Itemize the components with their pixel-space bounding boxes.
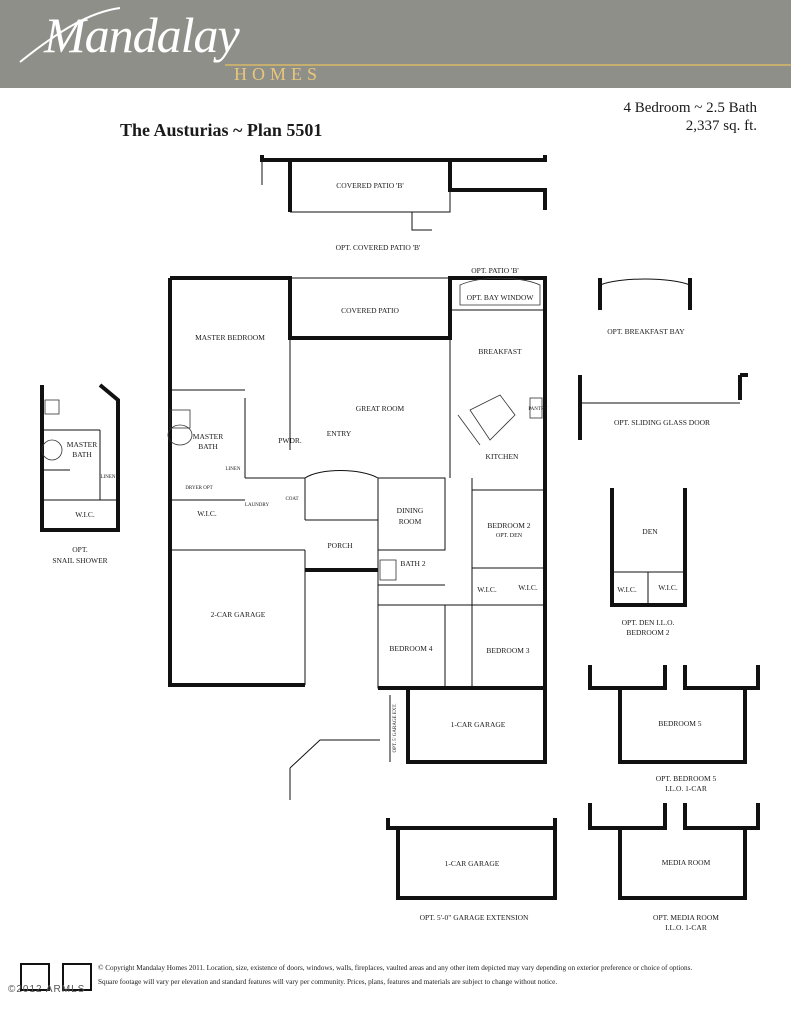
breakfast-label: BREAKFAST [478,347,522,356]
brand-logo-subtext: HOMES [234,64,323,84]
opt-den-diagram: DEN W.I.C. W.I.C. OPT. DEN I.L.O. BEDROO… [610,488,687,637]
bedroom-3-wic-label: W.I.C. [518,583,538,592]
snail-linen-label: LINEN [101,475,116,480]
den-caption-2: BEDROOM 2 [626,628,669,637]
opt-den-label: OPT. DEN [496,533,523,539]
snail-shower-caption-2: SNAIL SHOWER [52,556,107,565]
bed-bath-summary: 4 Bedroom ~ 2.5 Bath [623,100,757,116]
sliding-door-caption: OPT. SLIDING GLASS DOOR [614,418,710,427]
bedroom-5-caption-2: I.L.O. 1-CAR [665,784,707,793]
bedroom-5-caption-1: OPT. BEDROOM 5 [656,774,717,783]
master-bath-label-2: BATH [198,442,218,451]
linen-label: LINEN [226,467,241,472]
accessibility-icon [62,963,92,991]
den-caption-1: OPT. DEN I.L.O. [622,618,675,627]
den-wic-right-label: W.I.C. [658,583,678,592]
master-wic-label: W.I.C. [197,509,217,518]
master-bath-label-1: MASTER [193,432,223,441]
opt-media-room-diagram: MEDIA ROOM OPT. MEDIA ROOM I.L.O. 1-CAR [588,803,760,932]
breakfast-bay-caption: OPT. BREAKFAST BAY [607,327,685,336]
opt-patio-b-label: OPT. PATIO 'B' [471,266,519,275]
brand-logo-text: Mandalay [44,7,240,63]
equal-housing-icon [20,963,50,991]
den-wic-left-label: W.I.C. [617,585,637,594]
dining-room-label-1: DINING [397,506,424,515]
kitchen-label: KITCHEN [486,452,519,461]
opt-covered-patio-b-label: OPT. COVERED PATIO 'B' [336,243,421,252]
dryer-opt-label: DRYER OPT [185,486,212,491]
covered-patio-b-label: COVERED PATIO 'B' [336,181,404,190]
brand-swash-decoration [19,7,791,66]
bath-2-label: BATH 2 [400,559,425,568]
entry-label: ENTRY [327,429,352,438]
snail-wic-label: W.I.C. [75,510,95,519]
bedroom-2-label: BEDROOM 2 [487,521,530,530]
opt-garage-extension-diagram: 1-CAR GARAGE OPT. 5'-0" GARAGE EXTENSION [386,818,557,922]
opt-garage-door-label: OPT. 5' GARAGE EXT. [393,704,398,753]
garage-ext-label: 1-CAR GARAGE [445,859,500,868]
two-car-garage-label: 2-CAR GARAGE [211,610,266,619]
media-room-caption-2: I.L.O. 1-CAR [665,923,707,932]
dining-room-label-2: ROOM [399,517,422,526]
covered-patio-label: COVERED PATIO [341,306,399,315]
logo-group [20,963,100,996]
one-car-garage-area: 1-CAR GARAGE OPT. 5' GARAGE EXT. [289,688,547,800]
snail-master-bath-label-2: BATH [72,450,92,459]
floor-plan-diagram: COVERED PATIO 'B' OPT. COVERED PATIO 'B'… [40,155,760,932]
bedroom-2-wic-label: W.I.C. [477,585,497,594]
great-room-label: GREAT ROOM [356,404,405,413]
opt-sliding-door-diagram: OPT. SLIDING GLASS DOOR [578,373,748,440]
square-footage: 2,337 sq. ft. [685,118,757,134]
opt-bay-window-label: OPT. BAY WINDOW [467,293,535,302]
bedroom-5-label: BEDROOM 5 [658,719,701,728]
bedroom-4-label: BEDROOM 4 [389,644,432,653]
master-bedroom-label: MASTER BEDROOM [195,333,265,342]
watermark: ©2012 ARMLS [8,984,86,995]
snail-master-bath-label-1: MASTER [67,440,97,449]
main-house-walls [167,276,547,690]
header-banner: Mandalay HOMES [0,0,791,88]
coat-label: COAT [285,497,298,502]
media-room-label: MEDIA ROOM [662,858,711,867]
opt-breakfast-bay-diagram: OPT. BREAKFAST BAY [598,278,692,336]
plan-title: The Austurias ~ Plan 5501 [120,120,323,140]
porch-label: PORCH [327,541,353,550]
copyright-notice: © Copyright Mandalay Homes 2011. Locatio… [98,961,778,989]
snail-shower-caption-1: OPT. [72,545,88,554]
laundry-label: LAUNDRY [245,503,270,508]
bedroom-3-label: BEDROOM 3 [486,646,529,655]
opt-snail-shower-diagram: MASTER BATH LINEN W.I.C. OPT. SNAIL SHOW… [40,383,120,565]
copyright-line-1: © Copyright Mandalay Homes 2011. Locatio… [98,964,693,972]
pantry-label: PANTRY [528,407,548,412]
garage-ext-caption: OPT. 5'-0" GARAGE EXTENSION [420,913,529,922]
den-label: DEN [642,527,658,536]
copyright-line-2: Square footage will vary per elevation a… [98,978,558,986]
media-room-caption-1: OPT. MEDIA ROOM [653,913,719,922]
powder-room-label: PWDR. [278,436,302,445]
one-car-garage-label: 1-CAR GARAGE [451,720,506,729]
opt-bedroom-5-diagram: BEDROOM 5 OPT. BEDROOM 5 I.L.O. 1-CAR [588,665,760,793]
covered-patio-b-area: COVERED PATIO 'B' OPT. COVERED PATIO 'B' [260,155,547,252]
